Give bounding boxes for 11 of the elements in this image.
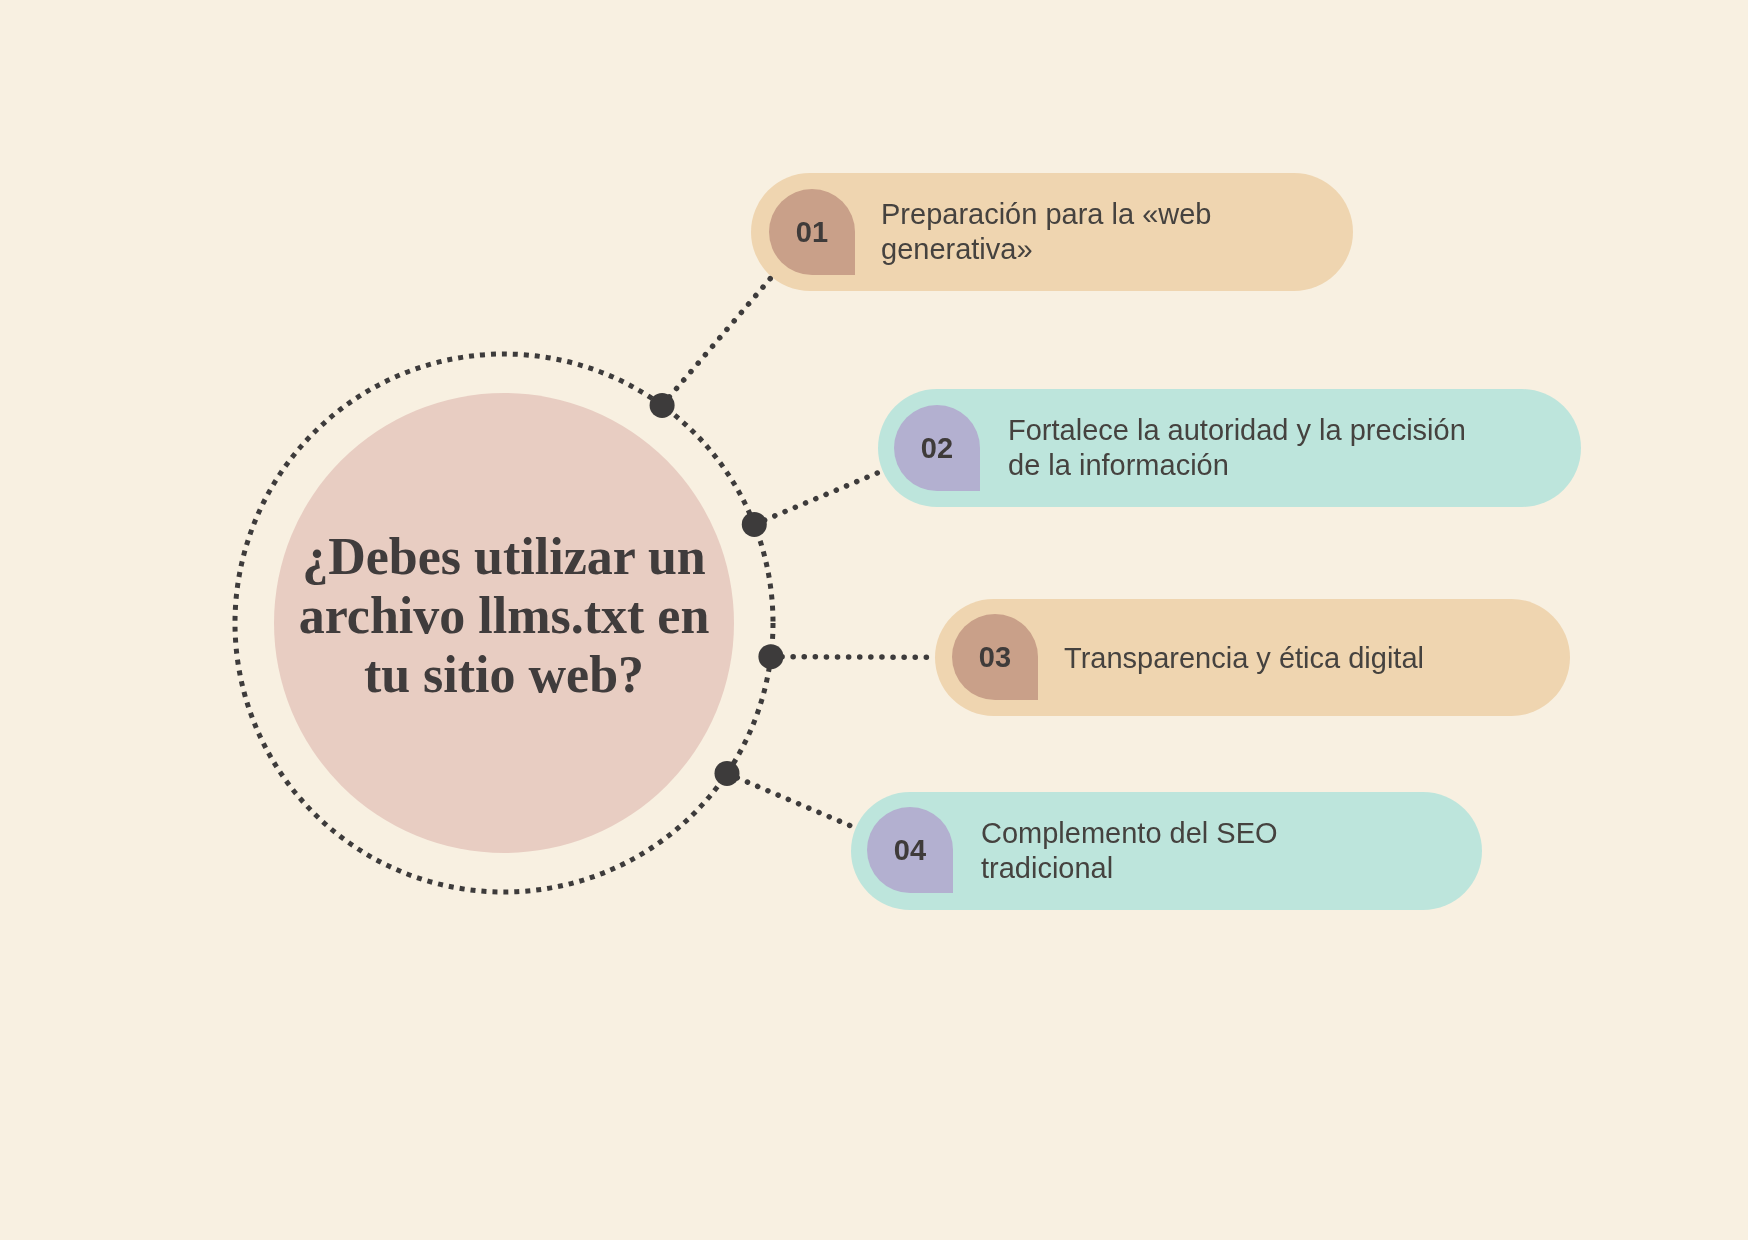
- number-badge: 01: [769, 189, 855, 275]
- topic-text: Fortalece la autoridad y la precisión de la información: [1008, 413, 1467, 483]
- topic-text: Complemento del SEO tradicional: [981, 816, 1279, 886]
- topic-text: Preparación para la «web generativa»: [881, 197, 1213, 267]
- number-badge: 04: [867, 807, 953, 893]
- number-badge: 03: [952, 614, 1038, 700]
- question-heading: ¿Debes utilizar un archivo llms.txt en tu sitio web?: [297, 527, 711, 705]
- number-badge: 02: [894, 405, 980, 491]
- topic-text: Transparencia y ética digital: [1064, 640, 1425, 675]
- dotted-ring: [232, 351, 776, 895]
- dotted-connector: [649, 274, 775, 418]
